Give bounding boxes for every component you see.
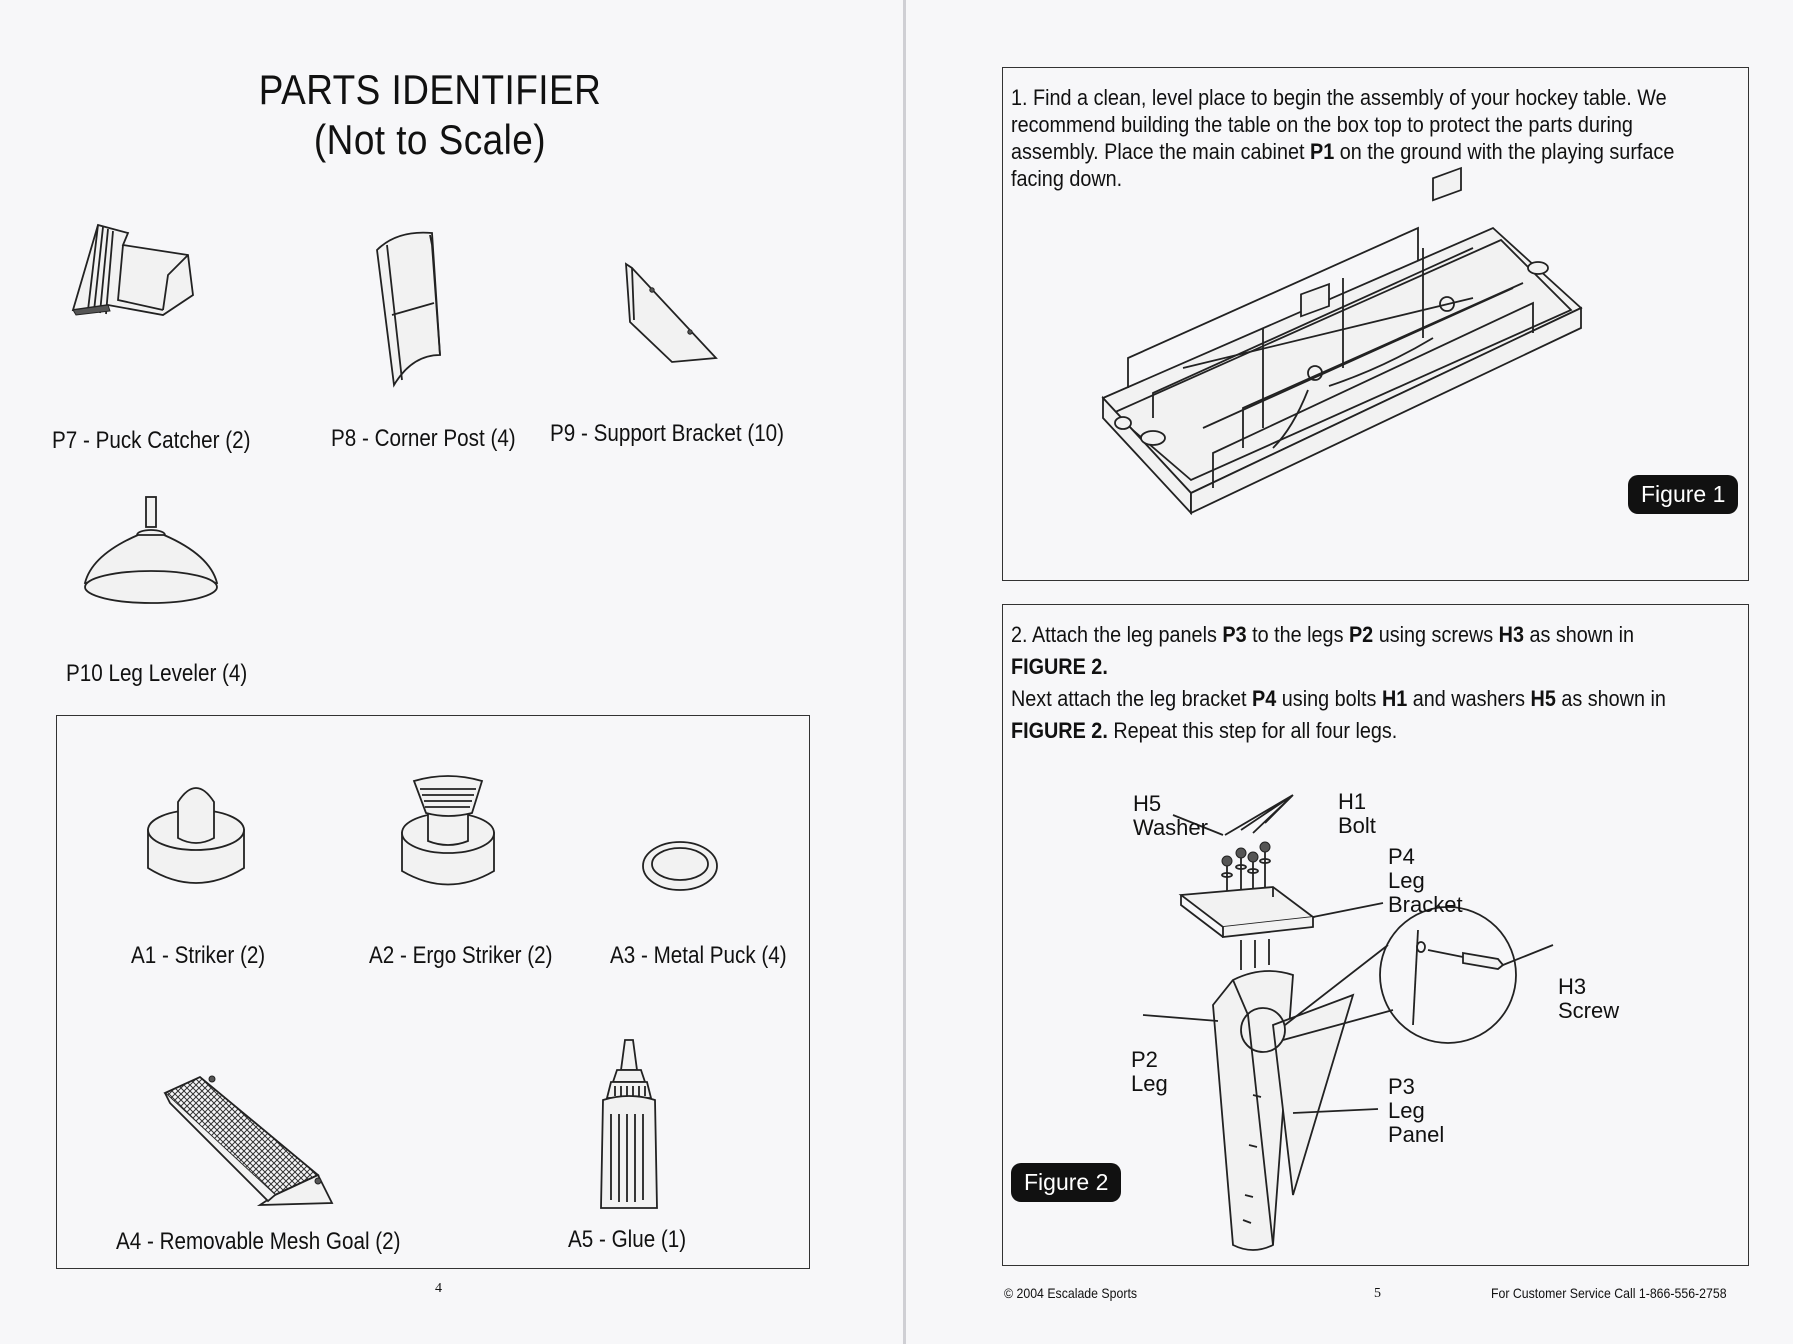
step1-text-part: on the ground with the playing surface f… [1011,139,1675,191]
step1-number: 1. [1011,85,1028,110]
mesh-goal-illustration [163,1075,334,1206]
title-line-1: PARTS IDENTIFIER [258,66,602,113]
step2-text-part: Repeat this step for all four legs. [1107,718,1398,743]
callout-p3-leg-panel: P3 Leg Panel [1388,1074,1445,1147]
metal-puck-illustration [642,841,718,891]
step2-text-part: as shown in [1523,622,1635,647]
book-spine [903,0,906,1344]
step2-text-part: Attach the leg panels [1031,622,1223,647]
callout-h3-screw: H3 Screw [1558,974,1620,1023]
glue-bottle-illustration [600,1039,658,1209]
title-line-2: (Not to Scale) [313,116,547,163]
leg-leveler-illustration [83,496,219,604]
step1-box: 1. Find a clean, level place to begin th… [1002,67,1749,581]
page-number-right: 5 [1374,1286,1381,1301]
right-page: 1. Find a clean, level place to begin th… [906,0,1793,1344]
step2-bold-part: P4 [1252,686,1277,711]
step2-bold-part: P2 [1348,622,1374,647]
puck-catcher-illustration [71,223,194,316]
part-label-p9: P9 - Support Bracket (10) [550,420,785,447]
step2-box: 2. Attach the leg panels P3 to the legs … [1002,604,1749,1266]
step2-number: 2. [1011,622,1028,647]
step2-bold-part: H1 [1381,686,1408,711]
step2-text-part: and washers [1407,686,1531,711]
callout-h1-bolt: H1 Bolt [1338,789,1376,838]
part-label-p7: P7 - Puck Catcher (2) [52,427,251,454]
accessory-label-a4: A4 - Removable Mesh Goal (2) [116,1228,401,1255]
callout-h5-washer: H5 Washer [1133,791,1208,840]
step2-text-part: Next attach the leg bracket [1011,686,1253,711]
step2-text-part: as shown in [1555,686,1666,711]
page-title: PARTS IDENTIFIER (Not to Scale) [258,65,601,165]
footer-customer-service: For Customer Service Call 1-866-556-2758 [1491,1285,1727,1301]
step1-part-p1: P1 [1309,139,1335,164]
callout-p2-leg: P2 Leg [1131,1047,1168,1096]
step2-bold-part: FIGURE 2. [1011,718,1108,743]
accessory-label-a5: A5 - Glue (1) [568,1226,687,1253]
step2-bold-part: H3 [1498,622,1524,647]
callout-p4-leg-bracket: P4 Leg Bracket [1388,844,1463,917]
accessory-label-a1: A1 - Striker (2) [131,942,266,969]
left-page: PARTS IDENTIFIER (Not to Scale) P7 - Puc… [52,65,810,1296]
step2-text-part: to the legs [1246,622,1349,647]
step2-bold-part: FIGURE 2. [1011,654,1108,679]
part-label-p10: P10 Leg Leveler (4) [66,660,248,687]
corner-post-illustration [376,231,441,388]
hockey-table-frame-illustration [1101,166,1583,516]
accessory-label-a3: A3 - Metal Puck (4) [610,942,787,969]
figure2-badge: Figure 2 [1011,1163,1122,1202]
step2-text: 2. Attach the leg panels P3 to the legs … [1011,619,1691,747]
step1-text-part: Find a clean, level place to begin the a… [1011,85,1667,164]
step1-text: 1. Find a clean, level place to begin th… [1011,84,1691,192]
accessory-label-a2: A2 - Ergo Striker (2) [369,942,553,969]
ergo-striker-illustration [401,775,495,886]
accessories-box [56,715,810,1269]
figure1-badge: Figure 1 [1628,475,1739,514]
leg-assembly-illustration [1142,794,1554,1251]
footer-copyright: © 2004 Escalade Sports [1004,1285,1138,1301]
page-number-left: 4 [435,1281,442,1296]
step2-bold-part: P3 [1222,622,1247,647]
striker-illustration [147,787,245,884]
part-label-p8: P8 - Corner Post (4) [331,425,516,452]
step2-bold-part: H5 [1530,686,1556,711]
support-bracket-illustration [624,262,718,363]
step2-text-part: using screws [1373,622,1499,647]
step2-text-part: using bolts [1276,686,1382,711]
bolt-group [1221,841,1271,905]
